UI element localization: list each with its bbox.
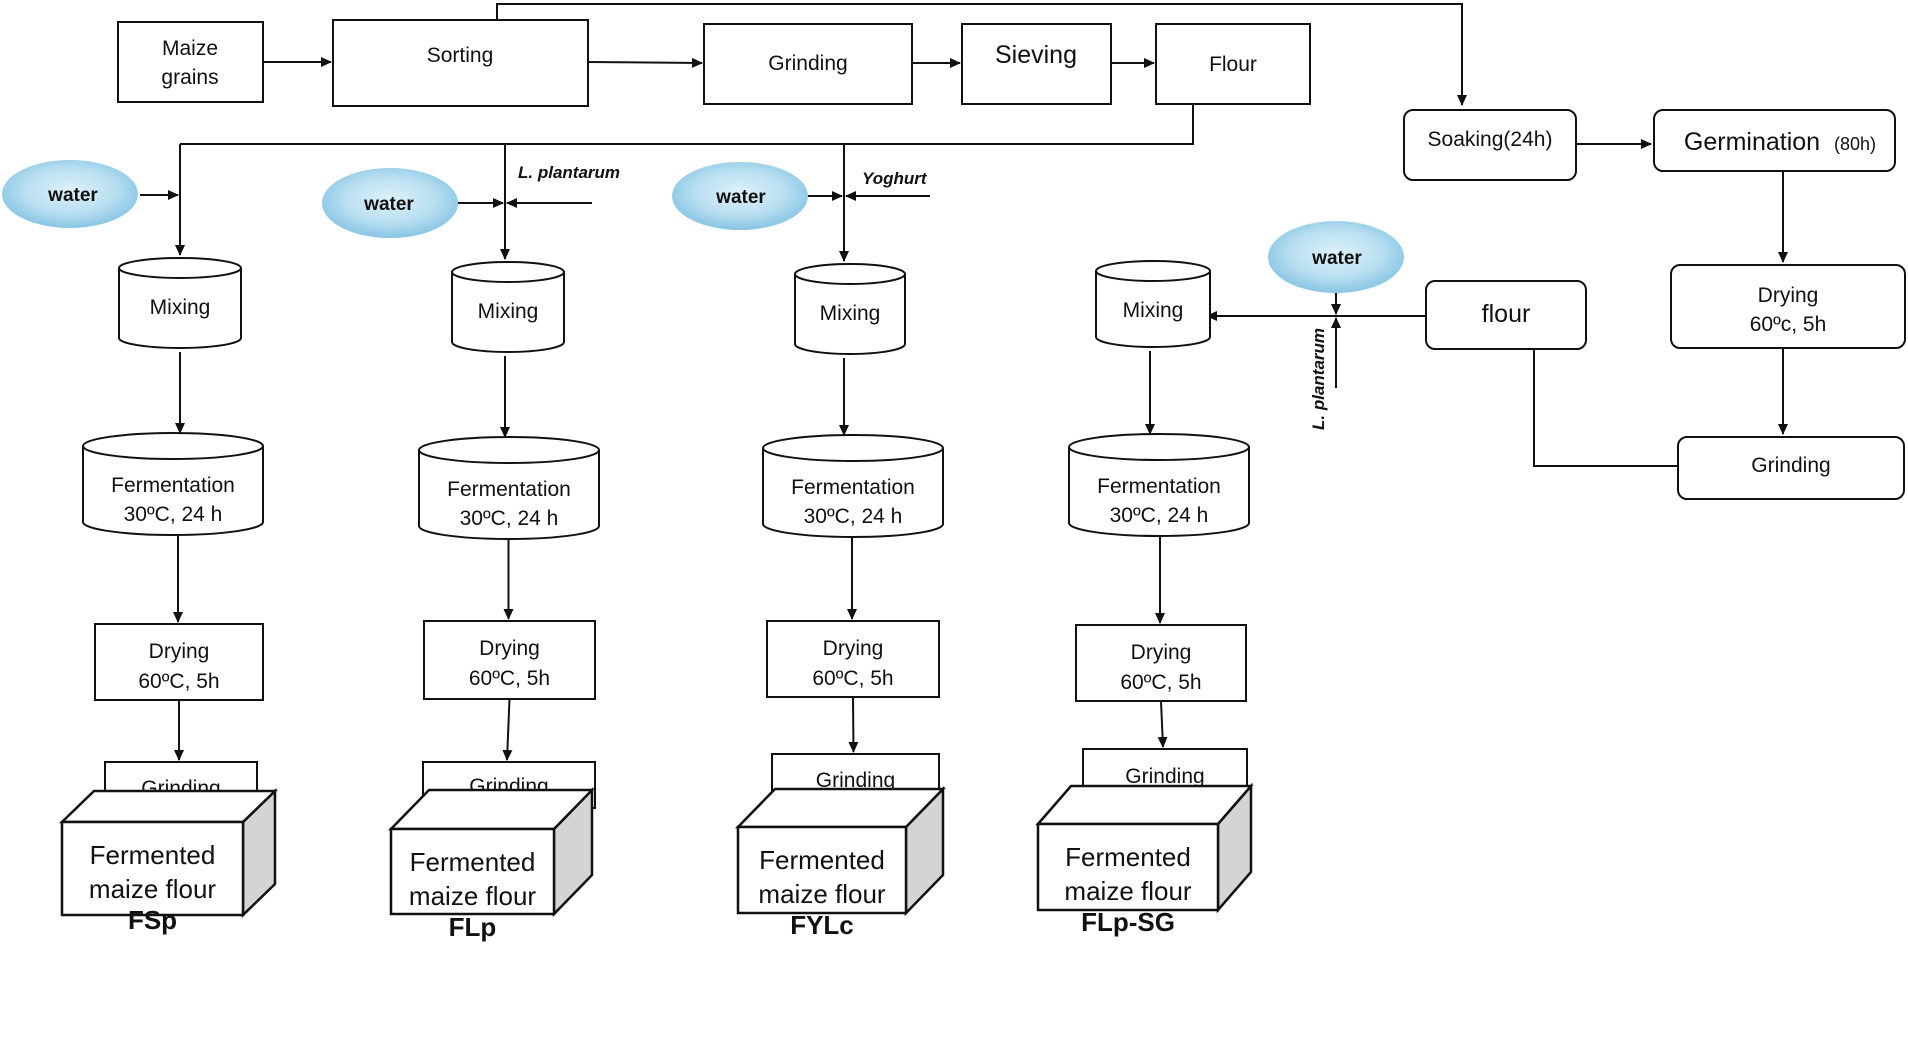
drying-cond-3: 60ºC, 5h [812, 667, 893, 690]
node-maize-grains-line1: Maize [162, 37, 218, 60]
node-sieving-label: Sieving [995, 41, 1077, 69]
drying-label-1: Drying [149, 640, 210, 663]
node-flour-germ-label: flour [1482, 300, 1531, 328]
drying-cond-1: 60ºC, 5h [138, 670, 219, 693]
node-maize-grains-line2: grains [161, 66, 218, 89]
fermentation-label-4: Fermentation [1097, 475, 1221, 498]
drying-label-4: Drying [1131, 641, 1192, 664]
additive-yoghurt: Yoghurt [862, 169, 928, 188]
product-line2-2: maize flour [409, 881, 536, 911]
flour-distribution-line [180, 104, 1194, 145]
drying-label-3: Drying [823, 637, 884, 660]
grinding-label-3: Grinding [816, 769, 895, 792]
arrow-sorting-to-grinding [587, 57, 703, 68]
mixing-label-4: Mixing [1123, 299, 1184, 322]
drying-box-1: Drying 60ºC, 5h [94, 623, 264, 701]
water-label-3: water [715, 187, 766, 208]
water-droplet-icon [2, 160, 138, 228]
product-line1-3: Fermented [759, 845, 885, 875]
fermentation-cond-2: 30ºC, 24 h [460, 507, 559, 530]
node-flour-germ: flour [1425, 280, 1587, 350]
water-input-1: water [2, 160, 138, 228]
mixing-label-2: Mixing [478, 300, 539, 323]
water-droplet-icon [672, 162, 808, 230]
mixing-vessel-4 [1095, 260, 1211, 348]
node-drying-germ: Drying 60ºc, 5h [1670, 264, 1906, 349]
fermentation-label-3: Fermentation [791, 476, 915, 499]
node-soaking: Soaking(24h) [1403, 109, 1577, 181]
additive-l-plantarum-2: L. plantarum [518, 163, 620, 182]
arrow-drying-to-grinding-2 [502, 698, 513, 761]
fermentation-cond-4: 30ºC, 24 h [1110, 504, 1209, 527]
mixing-label-1: Mixing [150, 296, 211, 319]
arrow-drying-to-grinding-3 [848, 696, 859, 753]
fermentation-label-1: Fermentation [111, 474, 235, 497]
drying-label-2: Drying [479, 637, 540, 660]
water-droplet-icon [1268, 221, 1404, 293]
node-germination-label: Germination [1684, 128, 1820, 156]
water-input-4: water [1268, 221, 1404, 293]
mixing-vessel-1 [118, 257, 242, 349]
node-sieving: Sieving [961, 23, 1112, 105]
mixing-vessel-3 [794, 263, 906, 355]
arrow-sorting-to-soaking [496, 3, 1467, 106]
drying-cond-4: 60ºC, 5h [1120, 671, 1201, 694]
node-drying-germ-cond: 60ºc, 5h [1750, 313, 1827, 336]
mixing-label-3: Mixing [820, 302, 881, 325]
water-label-1: water [47, 185, 98, 206]
fermentation-vessel-4 [1068, 433, 1250, 537]
water-label-2: water [363, 194, 414, 215]
fermentation-vessel-1 [82, 432, 264, 536]
fermentation-vessel-3 [762, 434, 944, 538]
drying-cond-2: 60ºC, 5h [469, 667, 550, 690]
node-drying-germ-label: Drying [1758, 284, 1819, 307]
node-soaking-label: Soaking(24h) [1428, 128, 1553, 151]
drying-box-3: Drying 60ºC, 5h [766, 620, 940, 698]
node-flour-top: Flour [1155, 23, 1311, 105]
mixing-vessel-2 [451, 261, 565, 353]
fermentation-vessel-2 [418, 436, 600, 540]
drying-box-2: Drying 60ºC, 5h [423, 620, 596, 700]
arrow-grinding-to-flour-germ [1529, 317, 1678, 467]
node-sorting: Sorting [332, 19, 589, 107]
node-germination: Germination (80h) [1653, 109, 1896, 172]
product-line2-1: maize flour [89, 874, 216, 904]
node-grinding-germ: Grinding [1677, 436, 1905, 500]
product-line2-4: maize flour [1064, 876, 1191, 906]
fermentation-cond-3: 30ºC, 24 h [804, 505, 903, 528]
node-germination-time: (80h) [1834, 134, 1876, 154]
water-droplet-icon [322, 168, 458, 238]
product-code-1: FSp [128, 905, 177, 935]
product-line2-3: maize flour [758, 879, 885, 909]
product-code-3: FYLc [790, 910, 854, 940]
product-line1-4: Fermented [1065, 842, 1191, 872]
node-grinding-top-label: Grinding [768, 52, 847, 75]
node-grinding-germ-label: Grinding [1751, 454, 1830, 477]
node-grinding-top: Grinding [703, 23, 913, 105]
drying-box-4: Drying 60ºC, 5h [1075, 624, 1247, 702]
arrow-drying-to-grinding-4 [1157, 700, 1168, 748]
fermentation-cond-1: 30ºC, 24 h [124, 503, 223, 526]
grinding-label-4: Grinding [1125, 765, 1204, 788]
water-input-3: water [672, 162, 808, 230]
product-code-2: FLp [449, 912, 497, 942]
product-line1-2: Fermented [410, 847, 536, 877]
node-sorting-label: Sorting [427, 44, 494, 67]
product-line1-1: Fermented [90, 840, 216, 870]
water-label-4: water [1311, 248, 1362, 269]
additive-l-plantarum-4: L. plantarum [1309, 328, 1328, 430]
water-input-2: water [322, 168, 458, 238]
node-flour-top-label: Flour [1209, 53, 1257, 76]
product-code-4: FLp-SG [1081, 907, 1175, 937]
fermentation-label-2: Fermentation [447, 478, 571, 501]
node-maize-grains: Maize grains [117, 21, 264, 103]
